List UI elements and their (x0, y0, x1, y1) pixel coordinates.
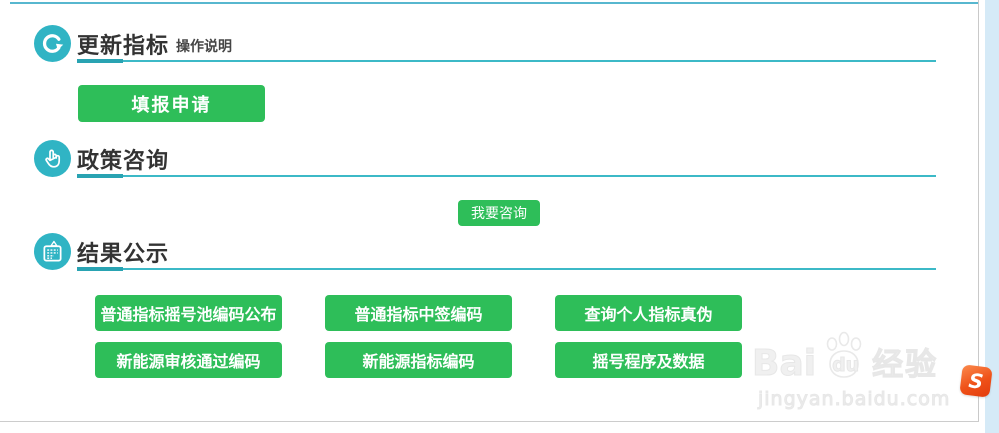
watermark-brand-cn: 经验 (872, 346, 939, 383)
verify-personal-quota-button[interactable]: 查询个人指标真伪 (555, 295, 742, 331)
results-button-grid: 普通指标摇号池编码公布 普通指标中签编码 查询个人指标真伪 新能源审核通过编码 … (95, 295, 742, 378)
badge-letter: S (967, 368, 985, 394)
section-title-update: 更新指标 (77, 34, 170, 59)
watermark-brand-du: du (832, 354, 860, 377)
watermark-url: jingyan.baidu.com (758, 388, 951, 411)
fill-application-button[interactable]: 填报申请 (78, 85, 265, 122)
section-underline (77, 174, 936, 178)
calendar-icon (34, 233, 71, 270)
refresh-icon (34, 25, 71, 62)
section-underline (77, 59, 936, 63)
top-border-line (10, 2, 978, 4)
section-underline (77, 267, 936, 271)
section-title-results: 结果公示 (77, 242, 170, 267)
content-bottom-border (0, 421, 979, 422)
hand-pointer-icon (34, 140, 71, 177)
operation-instructions-link[interactable]: 操作说明 (176, 39, 232, 55)
ordinary-lottery-pool-codes-button[interactable]: 普通指标摇号池编码公布 (95, 295, 282, 331)
browser-s-badge: S (959, 364, 993, 398)
watermark-logo-row: Bai du 经验 (751, 330, 952, 384)
watermark-brand-bai: Bai (751, 343, 817, 384)
calendar-icon-glyph (43, 240, 62, 262)
new-energy-approved-codes-button[interactable]: 新能源审核通过编码 (95, 342, 282, 378)
lottery-program-data-button[interactable]: 摇号程序及数据 (555, 342, 742, 378)
section-title-policy: 政策咨询 (77, 149, 170, 174)
paw-icon: du (818, 330, 870, 382)
baidu-jingyan-watermark: Bai du 经验 jingyan.baidu.com (751, 330, 952, 411)
content-right-border (978, 0, 979, 421)
consult-button[interactable]: 我要咨询 (458, 200, 540, 226)
hand-pointer-icon-glyph (44, 149, 60, 168)
ordinary-winning-codes-button[interactable]: 普通指标中签编码 (325, 295, 512, 331)
new-energy-quota-codes-button[interactable]: 新能源指标编码 (325, 342, 512, 378)
right-page-edge (985, 0, 999, 433)
refresh-icon-glyph (42, 34, 64, 53)
